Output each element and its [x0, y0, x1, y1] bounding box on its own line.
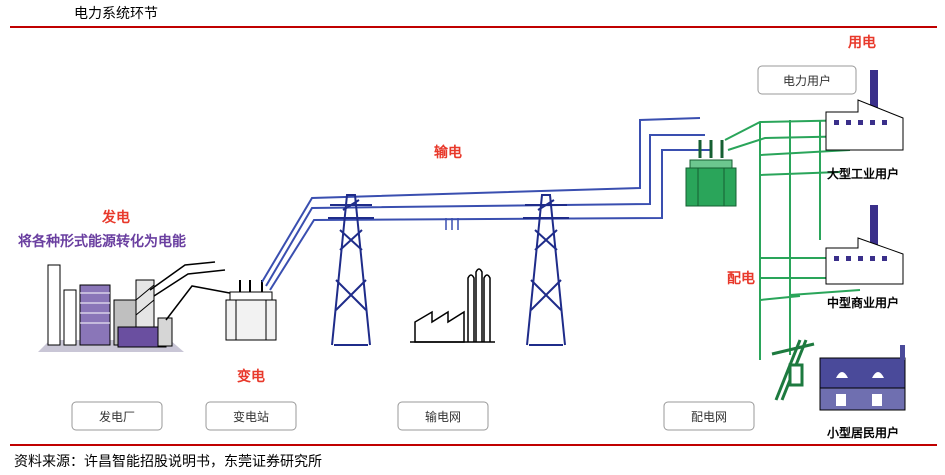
distribution-grid-box	[663, 401, 755, 431]
transmission-label: 输电	[434, 144, 462, 161]
consumption-label: 用电	[848, 34, 876, 51]
transmission-grid-label: 输电网	[425, 409, 461, 424]
substation-label: 变电站	[233, 409, 269, 424]
transmission-lines	[261, 117, 710, 291]
small-residential-label: 小型居民用户	[827, 425, 899, 440]
consumer-heading-box	[757, 65, 857, 95]
substation-transformer-illustration	[225, 280, 277, 341]
distribution-transformer-illustration	[685, 140, 737, 207]
distribution-lines	[724, 119, 861, 360]
source-note: 资料来源：许昌智能招股说明书，东莞证券研究所	[14, 454, 322, 470]
power-plant-box	[71, 401, 163, 431]
transformation-label: 变电	[237, 368, 265, 385]
distribution-label: 配电	[727, 270, 755, 287]
consumer-heading: 电力用户	[783, 73, 831, 88]
generation-description: 将各种形式能源转化为电能	[18, 233, 186, 250]
distribution-pole	[771, 339, 815, 401]
distribution-grid-label: 配电网	[691, 410, 727, 424]
power-plant-label: 发电厂	[99, 409, 135, 424]
medium-commercial-label: 中型商业用户	[827, 295, 899, 310]
power-plant-illustration	[38, 261, 236, 352]
transmission-tower-1	[328, 194, 374, 346]
large-industrial-label: 大型工业用户	[827, 166, 899, 181]
transmission-tower-2	[523, 194, 569, 346]
generation-label: 发电	[101, 209, 130, 226]
medium-commercial-building	[825, 205, 904, 285]
large-industrial-building	[825, 70, 904, 151]
small-residential-house	[819, 345, 906, 411]
factory-illustration	[410, 218, 495, 343]
transmission-grid-box	[397, 401, 489, 431]
bottom-divider	[10, 444, 937, 446]
diagram-title: 电力系统环节	[74, 6, 158, 22]
top-divider	[10, 26, 937, 28]
substation-box	[205, 401, 297, 431]
